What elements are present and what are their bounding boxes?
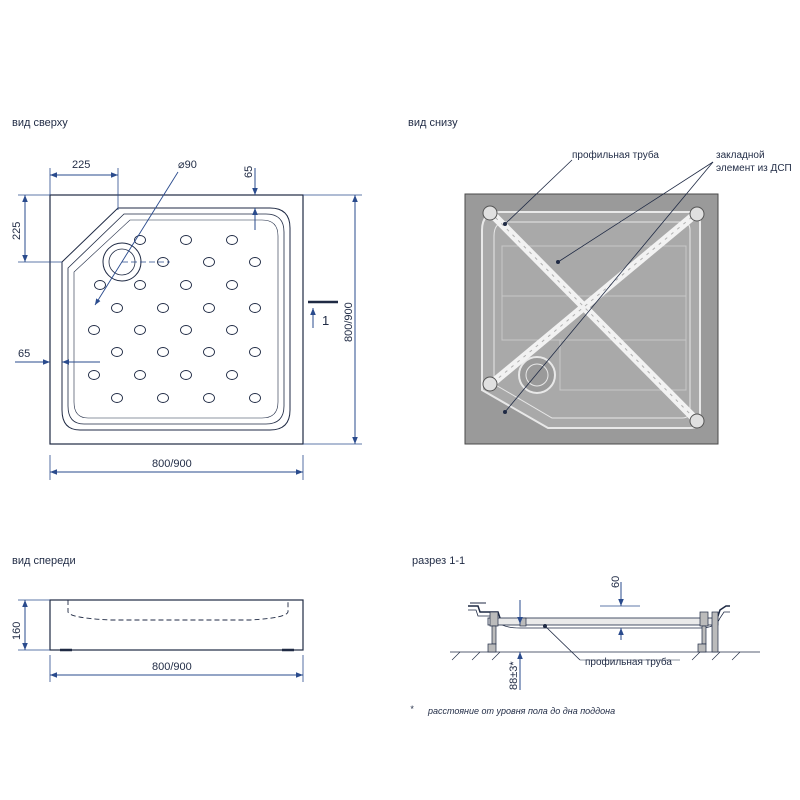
top-view-title: вид сверху — [12, 117, 68, 129]
label-profile-pipe-section: профильная труба — [585, 656, 672, 668]
dim-height-front: 160 — [11, 622, 23, 640]
label-embedded-2: элемент из ДСП — [716, 163, 792, 174]
label-profile-pipe: профильная труба — [572, 149, 659, 161]
anti-slip-dot — [88, 325, 100, 335]
bottom-view-title: вид снизу — [408, 117, 458, 129]
dim-depth-top: 800/900 — [343, 302, 355, 342]
anti-slip-dot — [94, 280, 106, 290]
anti-slip-dot — [203, 303, 215, 313]
top-view: 225 225 ⌀90 65 65 800/900 800/900 1 — [11, 159, 362, 480]
footnote-mark: * — [410, 704, 414, 714]
anti-slip-dot — [249, 257, 261, 267]
dim-rim-top: 65 — [243, 166, 255, 178]
dim-drain-diameter: ⌀90 — [178, 159, 197, 171]
section-view-title: разрез 1-1 — [412, 555, 466, 567]
bottom-view: профильная труба закладной элемент из ДС… — [464, 149, 792, 445]
dim-corner-width: 225 — [72, 159, 90, 171]
label-embedded-1: закладной — [716, 150, 765, 161]
front-view-title: вид спереди — [12, 555, 76, 567]
anti-slip-dot — [226, 280, 238, 290]
anti-slip-dot — [226, 370, 238, 380]
anti-slip-dot — [157, 303, 169, 313]
dim-rim-left: 65 — [18, 348, 30, 360]
anti-slip-dot — [88, 370, 100, 380]
tray-inner-rim — [61, 207, 291, 431]
anti-slip-dot — [203, 393, 215, 403]
section-view: 60 88±3* профильная труба * расстояние о… — [410, 576, 760, 716]
anti-slip-dot — [134, 280, 146, 290]
tray-inner-rim-2 — [67, 213, 285, 425]
section-legs — [487, 611, 719, 653]
profile-pipe-frame — [487, 208, 701, 425]
support-feet — [482, 205, 705, 429]
anti-slip-dot — [226, 235, 238, 245]
dim-depth-section: 60 — [610, 576, 622, 588]
tray-bottom-edge — [73, 219, 279, 419]
dim-width-front: 800/900 — [152, 661, 192, 673]
anti-slip-dot — [134, 325, 146, 335]
anti-slip-dot — [180, 280, 192, 290]
anti-slip-dot — [249, 393, 261, 403]
anti-slip-dot — [180, 235, 192, 245]
dim-width-top: 800/900 — [152, 458, 192, 470]
front-view: 160 800/900 — [11, 599, 304, 682]
anti-slip-dots — [88, 235, 261, 403]
anti-slip-dot — [180, 325, 192, 335]
underside-drain — [518, 356, 556, 394]
anti-slip-dot — [157, 347, 169, 357]
tray-outline — [49, 194, 304, 445]
anti-slip-dot — [180, 370, 192, 380]
front-outline — [49, 599, 304, 651]
dim-floor-clearance: 88±3* — [508, 661, 520, 690]
anti-slip-dot — [249, 303, 261, 313]
anti-slip-dot — [111, 347, 123, 357]
anti-slip-dot — [134, 235, 146, 245]
dim-corner-height: 225 — [11, 222, 23, 240]
anti-slip-dot — [111, 303, 123, 313]
anti-slip-dot — [157, 393, 169, 403]
anti-slip-dot — [249, 347, 261, 357]
section-marker: 1 — [322, 313, 329, 328]
footnote-text: расстояние от уровня пола до дна поддона — [427, 706, 615, 716]
anti-slip-dot — [203, 347, 215, 357]
anti-slip-dot — [226, 325, 238, 335]
anti-slip-dot — [134, 370, 146, 380]
anti-slip-dot — [203, 257, 215, 267]
anti-slip-dot — [111, 393, 123, 403]
